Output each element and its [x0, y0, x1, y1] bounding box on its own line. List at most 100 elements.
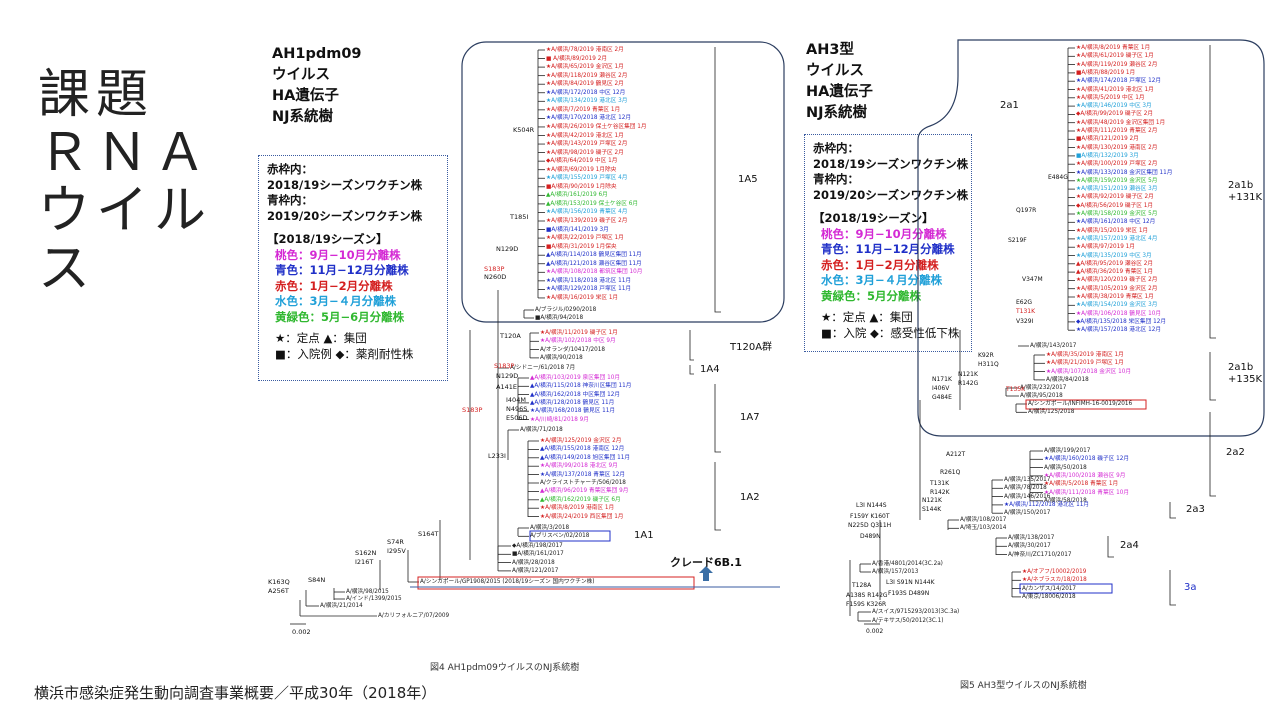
- clade-label: T120A群: [730, 342, 773, 353]
- tree-leaf: A/横浜/232/2017: [1020, 385, 1067, 391]
- tree-leaf: ▲A/横浜/128/2018 鶴見区 11月: [530, 399, 615, 406]
- legend-markers: ■：入院 ◆：感受性低下株: [821, 325, 960, 340]
- node-label: T128A: [852, 582, 872, 589]
- tree-leaf: ★A/横浜/112/2018 港北区 11月: [1004, 501, 1090, 508]
- node-label: I216T: [355, 558, 374, 566]
- tree-leaf: A/シンガポール/GP1908/2015 (2018/19シーズン 国内ワクチン…: [420, 579, 595, 585]
- tree-leaf: A/横浜/95/2018: [1020, 393, 1063, 399]
- tree-leaf: ★A/横浜/105/2019 金沢区 2月: [1076, 285, 1158, 292]
- node-label: E484G: [1048, 174, 1068, 181]
- tree-leaf: ★A/横浜/160/2018 磯子区 12月: [1044, 456, 1130, 463]
- source-citation: 横浜市感染症発生動向調査事業概要／平成30年（2018年）: [34, 684, 437, 702]
- node-label: E506D: [506, 414, 528, 422]
- tree-leaf: ★A/横浜/65/2019 金沢区 1月: [546, 64, 624, 71]
- tree-leaf: A/横浜/146/2016: [1004, 493, 1051, 500]
- tree-leaf: ★A/横浜/170/2018 港北区 12月: [546, 115, 632, 122]
- node-label: N129D: [496, 245, 519, 253]
- tree-leaf: ★A/横浜/157/2018 港北区 12月: [1076, 327, 1162, 334]
- tree-leaf: ★A/横浜/78/2019 港南区 2月: [546, 47, 624, 53]
- tree-leaf: ▲A/横浜/153/2019 保土ケ谷区 6月: [546, 200, 639, 207]
- tree-leaf: ■A/横浜/90/2019 1月除央: [546, 183, 617, 190]
- tree-leaf: ■A/横浜/121/2019 2月: [1076, 136, 1139, 143]
- node-label: T120A: [500, 332, 521, 340]
- left-tree-heading: AH1pdm09 ウイルス HA遺伝子 NJ系統樹: [272, 46, 362, 125]
- node-label: R142G: [958, 380, 979, 387]
- tree-leaf: ▲A/横浜/162/2018 中区集団 12月: [530, 391, 621, 398]
- tree-leaf: ★A/横浜/146/2019 中区 3月: [1076, 103, 1152, 110]
- left-highlight-box: [461, 41, 785, 323]
- node-label: I406V: [932, 385, 950, 392]
- node-label: G484E: [932, 394, 952, 401]
- node-label: V347M: [1022, 276, 1043, 283]
- tree-leaf: ◆A/横浜/56/2019 磯子区 1月: [1076, 202, 1154, 209]
- tree-leaf: A/カンザス/14/2017: [1022, 585, 1077, 592]
- left-clade-brackets: [689, 47, 721, 531]
- tree-leaf: ▲A/横浜/121/2018 瀬谷区集団 11月: [546, 260, 642, 267]
- tree-leaf: ★A/横浜/134/2019 港北区 3月: [546, 98, 628, 105]
- node-label: S219F: [1008, 237, 1027, 244]
- node-label: S162N: [355, 549, 377, 557]
- node-label: N129D: [496, 372, 519, 380]
- clade-label: 2a3: [1186, 504, 1205, 515]
- tree-leaf: A/スイス/9715293/2013(3C.3a): [872, 609, 960, 615]
- tree-leaf: ★A/横浜/61/2019 磯子区 1月: [1076, 53, 1154, 60]
- tree-leaf: A/横浜/199/2017: [1044, 448, 1091, 454]
- tree-leaf: ■A/横浜/132/2019 3月: [1076, 152, 1139, 159]
- tree-leaf: ★A/横浜/21/2019 戸塚区 1月: [1046, 360, 1124, 367]
- node-label: F193S D489N: [888, 590, 930, 597]
- tree-leaf: ★A/横浜/159/2019 金沢区 5月: [1076, 177, 1158, 184]
- node-label: S144K: [922, 506, 942, 513]
- node-label: N260D: [484, 273, 507, 281]
- tree-leaf: ▲A/横浜/95/2019 瀬谷区 2月: [1076, 260, 1154, 267]
- tree-leaf: ★A/横浜/5/2019 中区 1月: [1076, 94, 1145, 101]
- tree-leaf: ★A/横浜/102/2018 中区 9月: [540, 338, 616, 345]
- node-label: A256T: [268, 587, 289, 595]
- tree-leaf: ■A/横浜/161/2017: [512, 551, 564, 558]
- tree-leaf: ▲A/横浜/162/2019 磯子区 6月: [540, 496, 621, 503]
- clade-label: 2a2: [1226, 447, 1245, 458]
- tree-leaf: ★A/横浜/111/2018 青葉区 10月: [1044, 489, 1130, 496]
- legend-season: 【2018/19シーズン】: [267, 232, 388, 246]
- tree-leaf: ★A/横浜/16/2019 栄区 1月: [546, 294, 619, 301]
- clade-label: 2a1: [1000, 100, 1019, 111]
- tree-leaf: ◆A/横浜/135/2018 栄区集団 12月: [1076, 318, 1167, 325]
- tree-leaf: ▲A/横浜/161/2019 6月: [546, 192, 608, 199]
- right-tree-branches: [849, 47, 1075, 622]
- node-label: S74R: [387, 538, 404, 546]
- tree-leaf: A/横浜/108/2017: [960, 517, 1007, 523]
- right-tree-heading: AH3型 ウイルス HA遺伝子 NJ系統樹: [806, 42, 873, 121]
- tree-leaf: ★A/横浜/161/2018 中区 12月: [1076, 219, 1156, 226]
- tree-leaf: ★A/横浜/174/2018 戸塚区 12月: [1076, 78, 1162, 85]
- tree-leaf: ★A/横浜/24/2019 西区集団 1月: [540, 513, 624, 520]
- tree-leaf: ★A/横浜/107/2018 金沢区 10月: [1046, 368, 1132, 375]
- tree-leaf: A/横浜/135/2017: [1004, 477, 1051, 483]
- tree-leaf: ★A/横浜/133/2018 金沢区集団 11月: [1076, 169, 1173, 176]
- tree-leaf: ★A/横浜/69/2019 1月除央: [546, 166, 617, 173]
- tree-leaf: ★A/横浜/130/2019 港南区 2月: [1076, 144, 1158, 151]
- node-label: I404M: [506, 396, 526, 404]
- tree-leaf: A/横浜/150/2017: [1004, 510, 1051, 517]
- node-label: K163Q: [268, 578, 290, 586]
- node-label: T131K: [930, 480, 950, 487]
- node-label: L3I N144S: [856, 502, 887, 509]
- legend-line: 2018/19シーズンワクチン株: [267, 177, 423, 192]
- right-vaccine-2018-box: [1025, 399, 1147, 410]
- right-legend: 赤枠内： 2018/19シーズンワクチン株 青枠内： 2019/20シーズンワク…: [804, 134, 972, 352]
- tree-leaf: ★A/横浜/8/2019 青葉区 1月: [1076, 45, 1151, 51]
- tree-leaf: A/横浜/21/2014: [320, 603, 363, 609]
- tree-leaf: ★A/横浜/42/2019 港北区 1月: [546, 132, 624, 139]
- node-label: E62G: [1016, 299, 1033, 306]
- tree-leaf: ■A/横浜/88/2019 1月: [1076, 69, 1136, 76]
- tree-leaf: A/ブリスベン/02/2018: [530, 533, 590, 540]
- node-label: K92R: [978, 352, 994, 359]
- node-label: V329I: [1016, 318, 1034, 325]
- arrow-up-icon: [699, 566, 713, 581]
- legend-red: 赤色：1月−2月分離株: [821, 257, 939, 272]
- tree-leaf: ★A/横浜/172/2018 中区 12月: [546, 89, 626, 96]
- legend-line: 赤枠内：: [267, 162, 313, 176]
- legend-markers: ■：入院例 ◆：薬剤耐性株: [275, 346, 414, 361]
- tree-leaf: ◆A/横浜/198/2017: [512, 543, 563, 549]
- left-tree-branches: [299, 49, 545, 617]
